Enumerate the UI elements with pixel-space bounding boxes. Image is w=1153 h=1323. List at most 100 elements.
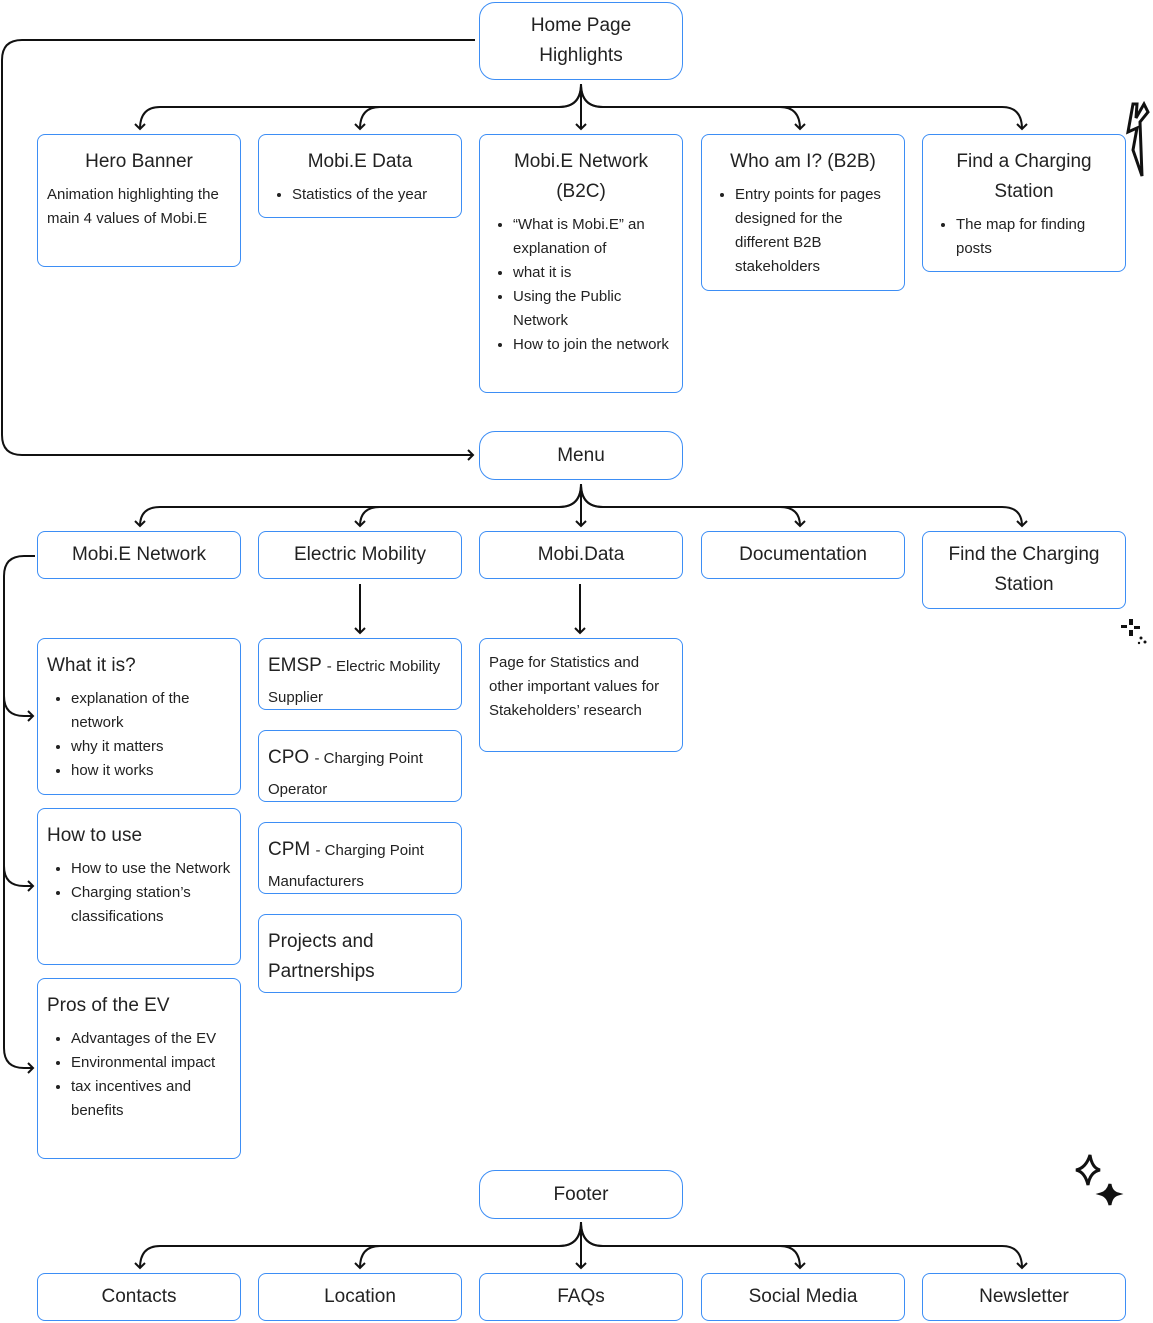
node-title-text: Hero Banner bbox=[85, 151, 193, 172]
bullet-item: Entry points for pages designed for the … bbox=[735, 183, 895, 279]
node-bullet-list: “What is Mobi.E” an explanation ofwhat i… bbox=[489, 213, 673, 357]
node-bullet-list: Entry points for pages designed for the … bbox=[711, 183, 895, 279]
network-sub-node: What it is? explanation of the networkwhy… bbox=[37, 638, 241, 795]
node-title-text: Mobi.Data bbox=[537, 544, 625, 565]
node-title-text: Electric Mobility bbox=[294, 544, 426, 565]
node-title-text: Documentation bbox=[739, 544, 867, 565]
node-title: Find the Charging Station bbox=[931, 540, 1117, 600]
node-title: Pros of the EV bbox=[47, 991, 231, 1021]
node-title-text: Mobi.E Data bbox=[307, 151, 413, 172]
node-bullet-list: The map for finding posts bbox=[932, 213, 1116, 261]
node-title-text: Footer bbox=[553, 1183, 609, 1205]
node-title-text: Mobi.E Network (B2C) bbox=[513, 151, 649, 202]
node-subtitle: - Charging Point Manufacturers bbox=[268, 842, 424, 890]
menu-child-node: Electric Mobility bbox=[258, 531, 462, 579]
node-title-text: Social Media bbox=[748, 1286, 858, 1307]
node-bullet-list: How to use the NetworkCharging station’s… bbox=[47, 857, 231, 929]
node-title: How to use bbox=[47, 821, 231, 851]
node-title-text: Location bbox=[324, 1286, 396, 1307]
node-title: Home Page Highlights bbox=[488, 11, 674, 71]
node-title-text: Newsletter bbox=[979, 1286, 1069, 1307]
network-sub-node: Pros of the EV Advantages of the EVEnviro… bbox=[37, 978, 241, 1159]
bullet-item: explanation of the network bbox=[71, 687, 231, 735]
menu-child-node: Mobi.Data bbox=[479, 531, 683, 579]
connector-arrow bbox=[580, 1221, 1028, 1270]
menu-child-node: Documentation bbox=[701, 531, 905, 579]
bullet-item: what it is bbox=[513, 261, 673, 285]
bullet-item: “What is Mobi.E” an explanation of bbox=[513, 213, 673, 261]
home-child-node: Who am I? (B2B) Entry points for pages de… bbox=[701, 134, 905, 291]
node-title-text: CPM bbox=[268, 839, 311, 860]
node-title: Mobi.Data bbox=[488, 540, 674, 570]
node-title: Mobi.E Network (B2C) bbox=[489, 147, 673, 207]
stars-doodle-icon bbox=[1075, 1154, 1124, 1206]
connector-arrow bbox=[354, 483, 582, 528]
node-title-text: FAQs bbox=[557, 1286, 605, 1307]
node-title-text: Home Page Highlights bbox=[530, 15, 632, 66]
footer-child-node: Social Media bbox=[701, 1273, 905, 1321]
mobi-data-sub-node: Page for Statistics and other important … bbox=[479, 638, 683, 752]
node-title-text: Contacts bbox=[101, 1286, 177, 1307]
node-title-text: CPO bbox=[268, 747, 310, 768]
node-title: Mobi.E Data bbox=[268, 147, 452, 177]
node-title: CPO - Charging Point Operator bbox=[268, 743, 452, 805]
node-title: Electric Mobility bbox=[267, 540, 453, 570]
home-child-node: Find a Charging StationThe map for findi… bbox=[922, 134, 1126, 272]
node-title: Projects and Partnerships bbox=[268, 927, 452, 987]
menu-child-node: Mobi.E Network bbox=[37, 531, 241, 579]
footer-child-node: Location bbox=[258, 1273, 462, 1321]
node-title: EMSP - Electric Mobility Supplier bbox=[268, 651, 452, 713]
node-title: What it is? bbox=[47, 651, 231, 681]
node-title-text: Who am I? (B2B) bbox=[730, 151, 876, 172]
menu-node: Menu bbox=[479, 431, 683, 480]
bullet-item: Statistics of the year bbox=[292, 183, 452, 207]
bullet-item: Environmental impact bbox=[71, 1051, 231, 1075]
bullet-item: The map for finding posts bbox=[956, 213, 1116, 261]
node-bullet-list: Advantages of the EVEnvironmental impact… bbox=[47, 1027, 231, 1123]
node-title: Menu bbox=[488, 441, 674, 471]
node-title: Documentation bbox=[710, 540, 896, 570]
bullet-item: How to use the Network bbox=[71, 857, 231, 881]
node-title: Find a Charging Station bbox=[932, 147, 1116, 207]
bullet-item: why it matters bbox=[71, 735, 231, 759]
mobility-sub-node: CPM - Charging Point Manufacturers bbox=[258, 822, 462, 894]
node-title-text: Pros of the EV bbox=[47, 995, 170, 1016]
connector-arrow bbox=[3, 865, 35, 892]
bullet-item: how it works bbox=[71, 759, 231, 783]
node-title: Contacts bbox=[46, 1282, 232, 1312]
home-child-node: Mobi.E DataStatistics of the year bbox=[258, 134, 462, 218]
node-title: Hero Banner bbox=[47, 147, 231, 177]
node-title-text: Menu bbox=[557, 444, 605, 466]
network-sub-node: How to useHow to use the NetworkCharging… bbox=[37, 808, 241, 965]
node-bullet-list: Statistics of the year bbox=[268, 183, 452, 207]
node-description: Animation highlighting the main 4 values… bbox=[47, 186, 219, 227]
bullet-item: Using the Public Network bbox=[513, 285, 673, 333]
node-title-text: How to use bbox=[47, 825, 143, 846]
node-title: FAQs bbox=[488, 1282, 674, 1312]
node-description: Page for Statistics and other important … bbox=[489, 654, 660, 719]
node-title: Who am I? (B2B) bbox=[711, 147, 895, 177]
footer-child-node: Newsletter bbox=[922, 1273, 1126, 1321]
mobility-sub-node: EMSP - Electric Mobility Supplier bbox=[258, 638, 462, 710]
node-subtitle: - Electric Mobility Supplier bbox=[268, 658, 441, 706]
footer-node: Footer bbox=[479, 1170, 683, 1219]
node-title: Newsletter bbox=[931, 1282, 1117, 1312]
node-title-text: Projects and Partnerships bbox=[268, 931, 375, 982]
bullet-item: How to join the network bbox=[513, 333, 673, 357]
sparkle-doodle-icon bbox=[1121, 619, 1147, 645]
connector-arrow bbox=[580, 83, 1028, 131]
connector-arrow bbox=[580, 483, 806, 528]
home-to-menu-connector bbox=[1, 39, 475, 461]
network-bracket-connector bbox=[3, 555, 35, 1074]
node-title: Social Media bbox=[710, 1282, 896, 1312]
node-title: Footer bbox=[488, 1180, 674, 1210]
node-title: CPM - Charging Point Manufacturers bbox=[268, 835, 452, 897]
lightning-doodle-icon bbox=[1126, 100, 1150, 177]
mobility-sub-node: CPO - Charging Point Operator bbox=[258, 730, 462, 802]
connector-arrow bbox=[580, 483, 1028, 528]
menu-child-node: Find the Charging Station bbox=[922, 531, 1126, 609]
bullet-item: tax incentives and benefits bbox=[71, 1075, 231, 1123]
node-title: Mobi.E Network bbox=[46, 540, 232, 570]
node-title: Location bbox=[267, 1282, 453, 1312]
